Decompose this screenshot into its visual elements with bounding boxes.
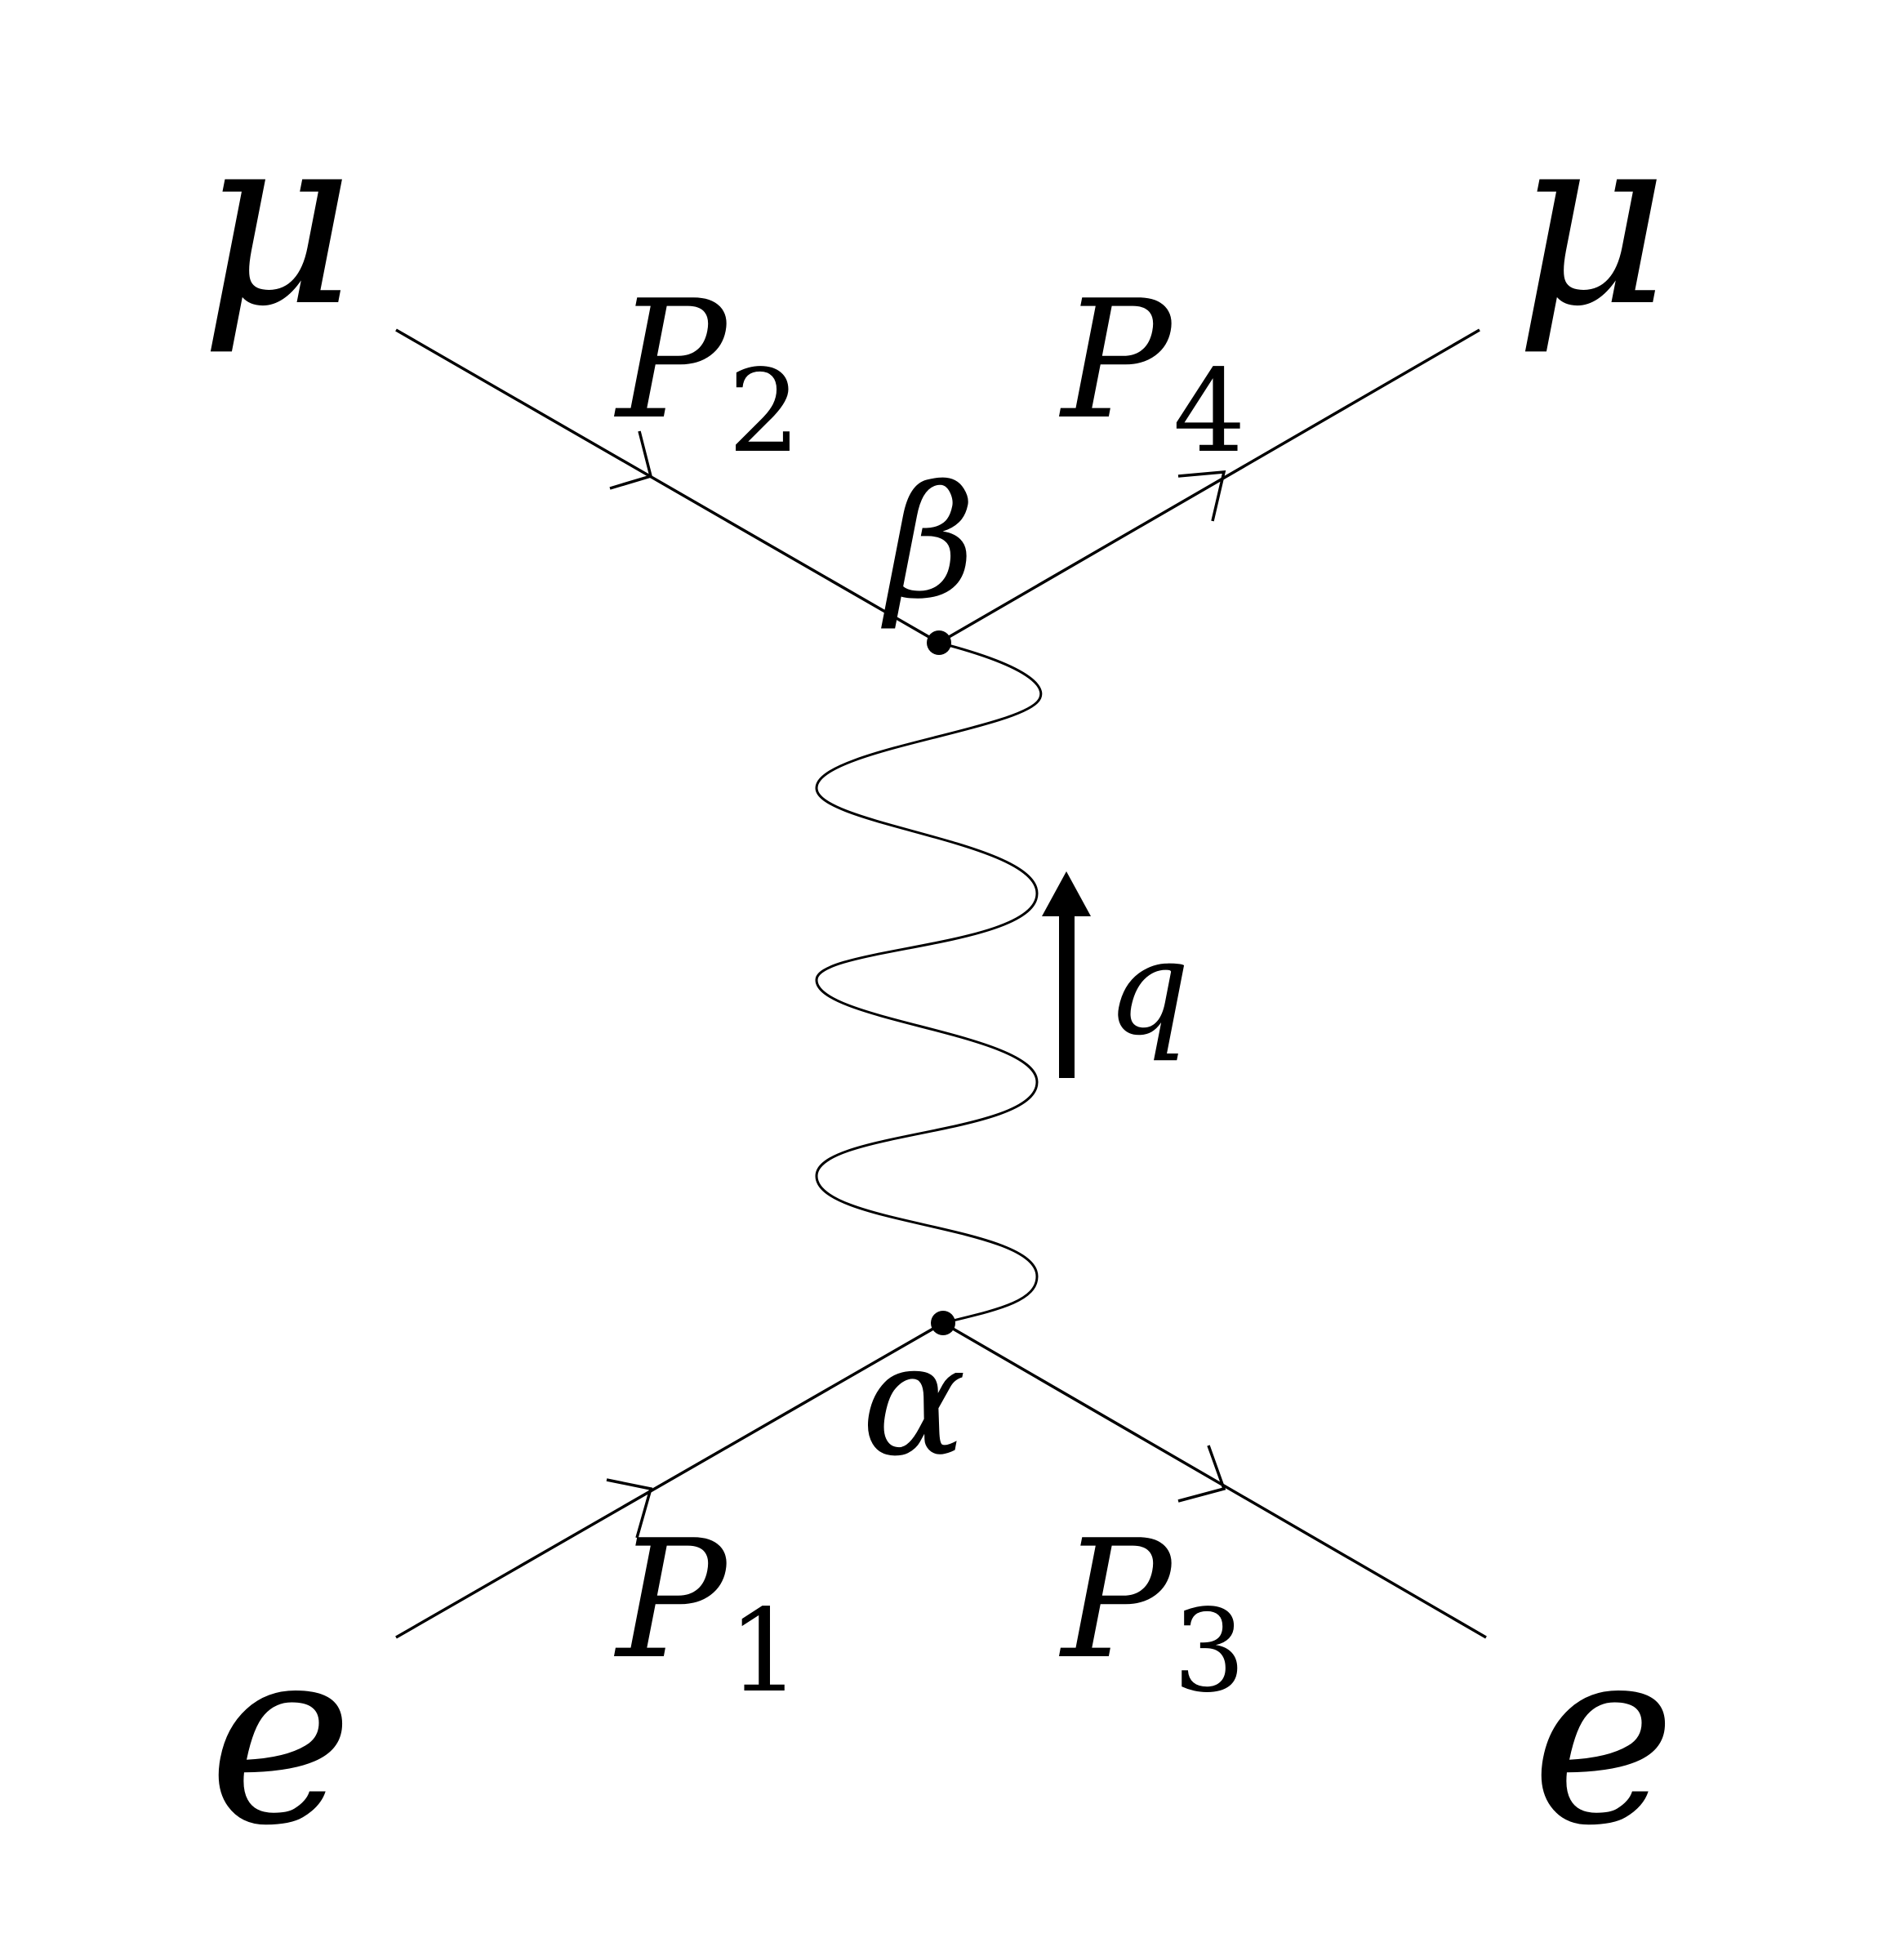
muon-outgoing-line xyxy=(938,328,1480,644)
momentum-label-p3: P3 xyxy=(1058,1505,1246,1718)
vertex-upper-dot xyxy=(927,630,951,655)
particle-label-top-left: μ xyxy=(200,83,354,359)
propagator-momentum-label: q xyxy=(1106,911,1190,1064)
photon-propagator xyxy=(815,641,1043,1325)
q-arrow-head-icon xyxy=(1042,871,1091,916)
arrow-p4-icon xyxy=(1177,470,1226,522)
vertex-label-upper: β xyxy=(881,452,976,633)
particle-label-bottom-right: e xyxy=(1531,1594,1676,1879)
momentum-label-p4: P4 xyxy=(1058,265,1246,479)
momentum-label-p2: P2 xyxy=(613,265,801,479)
particle-label-top-right: μ xyxy=(1515,83,1668,359)
arrow-p2-icon xyxy=(609,430,653,490)
muon-incoming-line xyxy=(395,328,940,644)
vertex-lower-dot xyxy=(931,1311,955,1335)
electron-incoming-line xyxy=(395,1321,944,1639)
momentum-label-p1: P1 xyxy=(613,1505,801,1718)
particle-label-bottom-left: e xyxy=(208,1594,354,1879)
arrow-p3-icon xyxy=(1177,1445,1226,1503)
electron-outgoing-line xyxy=(942,1321,1487,1639)
q-arrow-shaft xyxy=(1059,915,1075,1078)
arrow-p1-icon xyxy=(606,1478,653,1539)
vertex-label-lower: α xyxy=(861,1310,966,1490)
